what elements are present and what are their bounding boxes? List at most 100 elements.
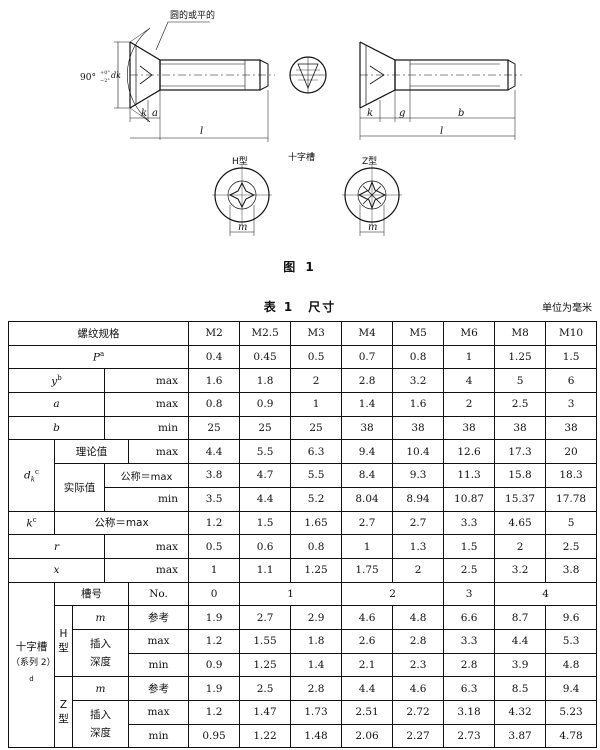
value-cell: 1.6 <box>188 368 241 394</box>
groove-value: 0 <box>188 581 241 607</box>
limit-label: max <box>127 700 190 725</box>
b-dimension-label: b <box>458 108 464 119</box>
value-cell: 0.5 <box>188 534 241 559</box>
value-cell: 12.6 <box>443 439 496 465</box>
value-cell: 5 <box>545 510 598 536</box>
value-cell: 1 <box>188 557 241 583</box>
table-title: 表 1 尺寸 <box>263 300 337 314</box>
reference-label: 参考 <box>127 676 190 701</box>
value-cell: 0.7 <box>341 344 394 370</box>
value-cell: 1.3 <box>392 534 445 559</box>
value-cell: 8.5 <box>494 676 547 701</box>
size-cell: M8 <box>494 321 547 346</box>
dk-dimension-label: dk <box>111 71 121 80</box>
value-cell: 6 <box>545 368 598 394</box>
value-cell: 1.5 <box>239 510 292 536</box>
value-cell: 4.6 <box>392 676 445 701</box>
value-cell: 2.5 <box>239 676 292 701</box>
p-row-label: Pa <box>7 344 190 370</box>
nominal-max-label: 公称＝max <box>53 510 190 536</box>
value-cell: 2.5 <box>494 392 547 417</box>
value-cell: 1.47 <box>239 700 292 725</box>
value-cell: 5 <box>494 368 547 394</box>
m-dimension-label-h: m <box>238 222 247 233</box>
groove-value: 3 <box>443 581 496 607</box>
dk-row-label: dkc <box>8 439 55 512</box>
table-row: b min 25 25 25 38 38 38 38 38 <box>8 415 598 441</box>
value-cell: 2.8 <box>443 652 496 678</box>
groove-number-label: 槽号 <box>54 581 129 607</box>
value-cell: 25 <box>239 415 292 441</box>
z-type-recess <box>342 165 402 236</box>
value-cell: 1.8 <box>290 628 343 654</box>
value-cell: 38 <box>341 415 394 441</box>
value-cell: 2.3 <box>392 652 445 678</box>
insert-depth-label: 插入深度 <box>72 628 129 678</box>
unit-note: 单位为毫米 <box>542 303 592 314</box>
value-cell: 3.8 <box>545 557 598 583</box>
value-cell: 2.7 <box>341 510 394 536</box>
groove-value: 4 <box>494 581 598 607</box>
z-type-label: Z型 <box>362 156 377 167</box>
value-cell: 2.8 <box>341 368 394 394</box>
h-type-label: H型 <box>232 156 248 167</box>
value-cell: 4.4 <box>188 439 241 465</box>
value-cell: 2.7 <box>392 510 445 536</box>
angle-label: 90° <box>80 73 96 83</box>
m-label: m <box>72 676 129 701</box>
value-cell: 1.8 <box>239 368 292 394</box>
value-cell: 3.3 <box>443 510 496 536</box>
dimensions-table: 螺纹规格 M2 M2.5 M3 M4 M5 M6 M8 M10 Pa 0.4 0… <box>7 321 598 749</box>
h-type-recess <box>212 165 272 236</box>
value-cell: 20 <box>545 439 598 465</box>
value-cell: 1.4 <box>341 392 394 417</box>
value-cell: 4.6 <box>341 605 394 630</box>
l-dimension-label-right: l <box>440 126 443 137</box>
size-cell: M5 <box>392 321 445 346</box>
value-cell: 1.65 <box>290 510 343 536</box>
value-cell: 18.3 <box>545 463 598 488</box>
value-cell: 2.8 <box>392 628 445 654</box>
value-cell: 9.6 <box>545 605 598 630</box>
thread-spec-header: 螺纹规格 <box>7 321 190 346</box>
m-label: m <box>72 605 129 630</box>
value-cell: 1.6 <box>392 392 445 417</box>
value-cell: 5.2 <box>290 486 343 512</box>
groove-value: 2 <box>341 581 445 607</box>
value-cell: 2.1 <box>341 652 394 678</box>
k-dimension-label-right: k <box>367 108 373 119</box>
value-cell: 2.51 <box>341 700 394 725</box>
value-cell: 8.4 <box>341 463 394 488</box>
size-cell: M10 <box>545 321 598 346</box>
reference-label: 参考 <box>127 605 190 630</box>
value-cell: 2.5 <box>545 534 598 559</box>
value-cell: 8.7 <box>494 605 547 630</box>
round-or-flat-callout: 圆的或平的 <box>170 9 215 21</box>
value-cell: 3.8 <box>188 463 241 488</box>
cross-recess-label: 十字槽 <box>288 151 315 163</box>
value-cell: 4.4 <box>239 486 292 512</box>
k-row-label: kc <box>8 510 55 536</box>
k-dimension-label: k <box>141 108 147 119</box>
value-cell: 1.55 <box>239 628 292 654</box>
limit-label: max <box>103 392 190 417</box>
value-cell: 1.2 <box>188 510 241 536</box>
insert-depth-label: 插入深度 <box>72 699 129 749</box>
value-cell: 3.9 <box>494 652 547 678</box>
value-cell: 38 <box>443 415 496 441</box>
value-cell: 1.4 <box>290 652 343 678</box>
value-cell: 2.7 <box>239 605 292 630</box>
x-row-label: x <box>8 557 105 583</box>
table-row: kc 公称＝max 1.2 1.5 1.65 2.7 2.7 3.3 4.65 … <box>8 510 598 536</box>
value-cell: 9.4 <box>545 676 598 701</box>
value-cell: 1.2 <box>188 628 241 654</box>
value-cell: 0.9 <box>188 652 241 678</box>
value-cell: 4.8 <box>545 652 598 678</box>
nominal-max-label: 公称＝max <box>103 463 190 488</box>
g-dimension-label: g <box>399 108 405 119</box>
value-cell: 25 <box>290 415 343 441</box>
left-screw-side-view <box>114 21 275 142</box>
value-cell: 0.9 <box>239 392 292 417</box>
value-cell: 5.3 <box>545 628 598 654</box>
value-cell: 4.78 <box>545 723 598 749</box>
